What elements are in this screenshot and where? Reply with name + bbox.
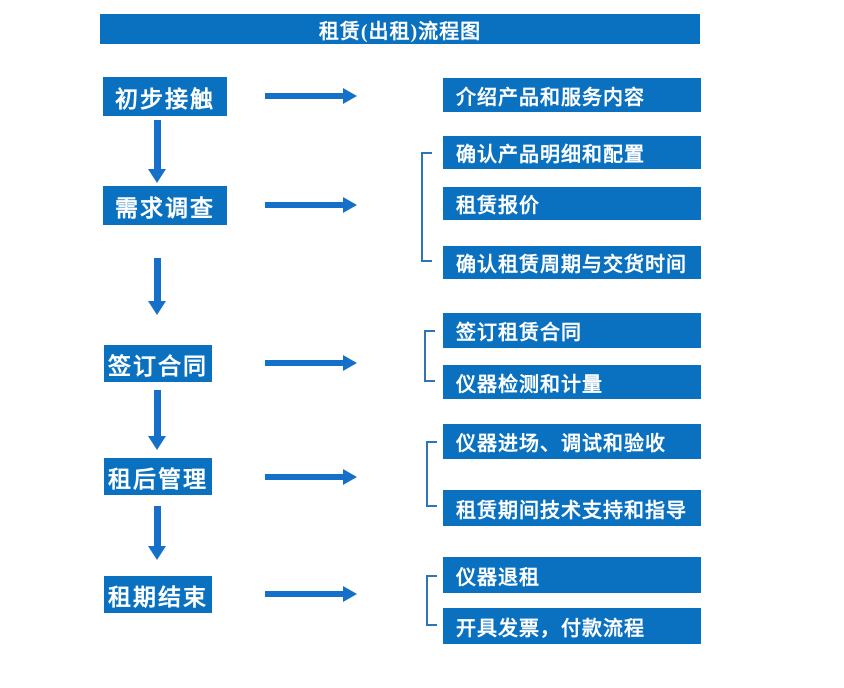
detail-box-confirm-period-delivery: 确认租赁周期与交货时间 — [443, 246, 701, 279]
detail-box-introduce-products: 介绍产品和服务内容 — [443, 78, 701, 112]
detail-label: 仪器退租 — [456, 566, 540, 589]
detail-box-instrument-testing: 仪器检测和计量 — [443, 365, 701, 399]
detail-box-invoice-payment: 开具发票，付款流程 — [443, 608, 701, 644]
arrow-head — [148, 546, 166, 560]
arrow-down-icon — [147, 506, 167, 560]
group-bracket-icon — [421, 152, 432, 262]
detail-label: 确认租赁周期与交货时间 — [456, 254, 687, 276]
arrow-head — [343, 88, 357, 104]
step-box-initial-contact: 初步接触 — [103, 77, 227, 116]
detail-label: 租赁期间技术支持和指导 — [456, 499, 687, 522]
arrow-down-icon — [147, 120, 167, 183]
detail-box-instrument-return: 仪器退租 — [443, 557, 701, 593]
detail-box-rental-quote: 租赁报价 — [443, 187, 701, 220]
step-box-demand-survey: 需求调查 — [103, 186, 227, 225]
arrow-shaft — [265, 360, 343, 366]
detail-box-technical-support: 租赁期间技术支持和指导 — [443, 490, 701, 526]
group-bracket-icon — [426, 441, 437, 507]
arrow-head — [343, 586, 357, 602]
arrow-down-icon — [147, 390, 167, 450]
detail-label: 确认产品明细和配置 — [456, 144, 645, 166]
arrow-down-icon — [147, 258, 167, 315]
step-box-rental-end: 租期结束 — [104, 576, 212, 613]
arrow-shaft — [265, 591, 343, 597]
step-box-sign-contract: 签订合同 — [104, 345, 212, 382]
group-bracket-icon — [424, 330, 435, 382]
step-label: 签订合同 — [108, 353, 208, 379]
arrow-shaft — [265, 202, 343, 208]
arrow-head — [148, 301, 166, 315]
arrow-shaft — [265, 93, 343, 99]
arrow-right-icon — [263, 196, 357, 214]
flowchart-title: 租赁(出租)流程图 — [100, 14, 700, 44]
detail-box-instrument-setup-acceptance: 仪器进场、调试和验收 — [443, 424, 701, 459]
arrow-shaft — [154, 120, 161, 170]
detail-label: 仪器检测和计量 — [456, 373, 603, 396]
detail-box-confirm-product-config: 确认产品明细和配置 — [443, 136, 701, 169]
detail-label: 仪器进场、调试和验收 — [456, 433, 666, 455]
arrow-head — [343, 469, 357, 485]
arrow-right-icon — [263, 354, 357, 372]
step-label: 初步接触 — [115, 86, 215, 112]
arrow-right-icon — [263, 87, 357, 105]
step-label: 租期结束 — [108, 584, 208, 610]
detail-label: 租赁报价 — [456, 195, 540, 217]
arrow-shaft — [265, 474, 343, 480]
arrow-shaft — [154, 390, 161, 437]
arrow-shaft — [154, 506, 161, 547]
arrow-head — [343, 197, 357, 213]
step-label: 租后管理 — [108, 466, 208, 492]
arrow-head — [343, 355, 357, 371]
step-label: 需求调查 — [115, 195, 215, 221]
detail-box-sign-rental-contract: 签订租赁合同 — [443, 313, 701, 348]
arrow-head — [148, 169, 166, 183]
arrow-shaft — [154, 258, 161, 302]
group-bracket-icon — [426, 575, 437, 626]
detail-label: 开具发票，付款流程 — [456, 617, 645, 640]
step-box-post-rental-management: 租后管理 — [104, 458, 212, 495]
arrow-head — [148, 436, 166, 450]
detail-label: 介绍产品和服务内容 — [456, 86, 645, 109]
arrow-right-icon — [263, 585, 357, 603]
detail-label: 签订租赁合同 — [456, 322, 582, 344]
arrow-right-icon — [263, 468, 357, 486]
flowchart-title-text: 租赁(出租)流程图 — [318, 20, 482, 43]
